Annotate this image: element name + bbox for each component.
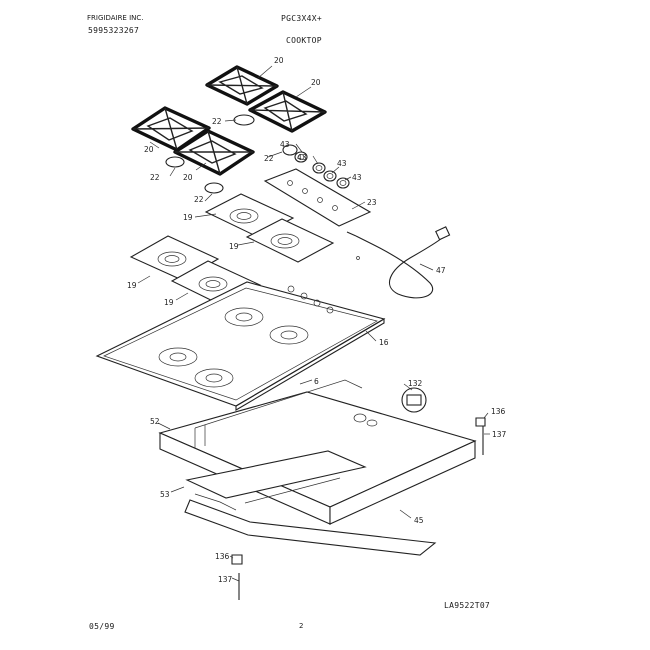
callout-137: 137: [492, 430, 507, 439]
grate-rear-left: [205, 65, 279, 106]
callout-20: 20: [311, 78, 321, 87]
grate-front-right: [173, 129, 255, 176]
gasket: [235, 318, 385, 411]
callout-20: 20: [144, 145, 154, 154]
grate-rear-right: [248, 90, 327, 133]
callout-52: 52: [150, 417, 160, 426]
leader-lines: [137, 65, 490, 582]
callout-43: 43: [280, 140, 290, 149]
publication-number: 5995323267: [88, 26, 140, 35]
callout-20: 20: [274, 56, 284, 65]
callout-20: 20: [183, 173, 193, 182]
callout-136: 136: [215, 552, 230, 561]
callout-19: 19: [127, 281, 137, 290]
burner-cap: [165, 156, 185, 168]
burner-cap: [204, 182, 224, 194]
callout-136: 136: [491, 407, 506, 416]
grate-front-left: [131, 106, 211, 152]
callout-16: 16: [379, 338, 389, 347]
callout-43: 43: [297, 153, 307, 162]
valve-part: [401, 387, 427, 413]
page-number: 2: [299, 622, 304, 630]
callout-43: 43: [352, 173, 362, 182]
callout-137: 137: [218, 575, 233, 584]
callout-6: 6: [314, 377, 319, 386]
callout-47: 47: [436, 266, 446, 275]
callout-132: 132: [408, 379, 423, 388]
callout-19: 19: [229, 242, 239, 251]
footer-date: 05/99: [89, 622, 115, 631]
callout-43: 43: [337, 159, 347, 168]
drawing-id: LA9522T07: [444, 601, 491, 610]
screw-bottom: [231, 554, 243, 600]
cooktop-surface: [95, 281, 386, 407]
burner-box: [158, 379, 477, 556]
callout-labels: 20 20 22 20 22 20 22 43 43 43 43 23 22 1…: [127, 56, 507, 584]
callout-23: 23: [367, 198, 377, 207]
callout-22: 22: [264, 154, 274, 163]
callout-22: 22: [212, 117, 222, 126]
callout-19: 19: [183, 213, 193, 222]
section-title: COOKTOP: [286, 36, 322, 45]
screw-top: [475, 417, 486, 455]
callout-45: 45: [414, 516, 424, 525]
brand-label: FRIGIDAIRE INC.: [87, 14, 144, 22]
drip-pan-rear-right: [245, 218, 335, 263]
callout-19: 19: [164, 298, 174, 307]
model-number: PGC3X4X+: [281, 14, 322, 23]
burner-cap: [282, 144, 298, 156]
callout-22: 22: [194, 195, 204, 204]
power-cord: [346, 226, 451, 299]
callout-53: 53: [160, 490, 170, 499]
control-panel: [263, 168, 372, 227]
burner-cap: [233, 114, 255, 126]
knob-set: [294, 151, 350, 189]
callout-22: 22: [150, 173, 160, 182]
